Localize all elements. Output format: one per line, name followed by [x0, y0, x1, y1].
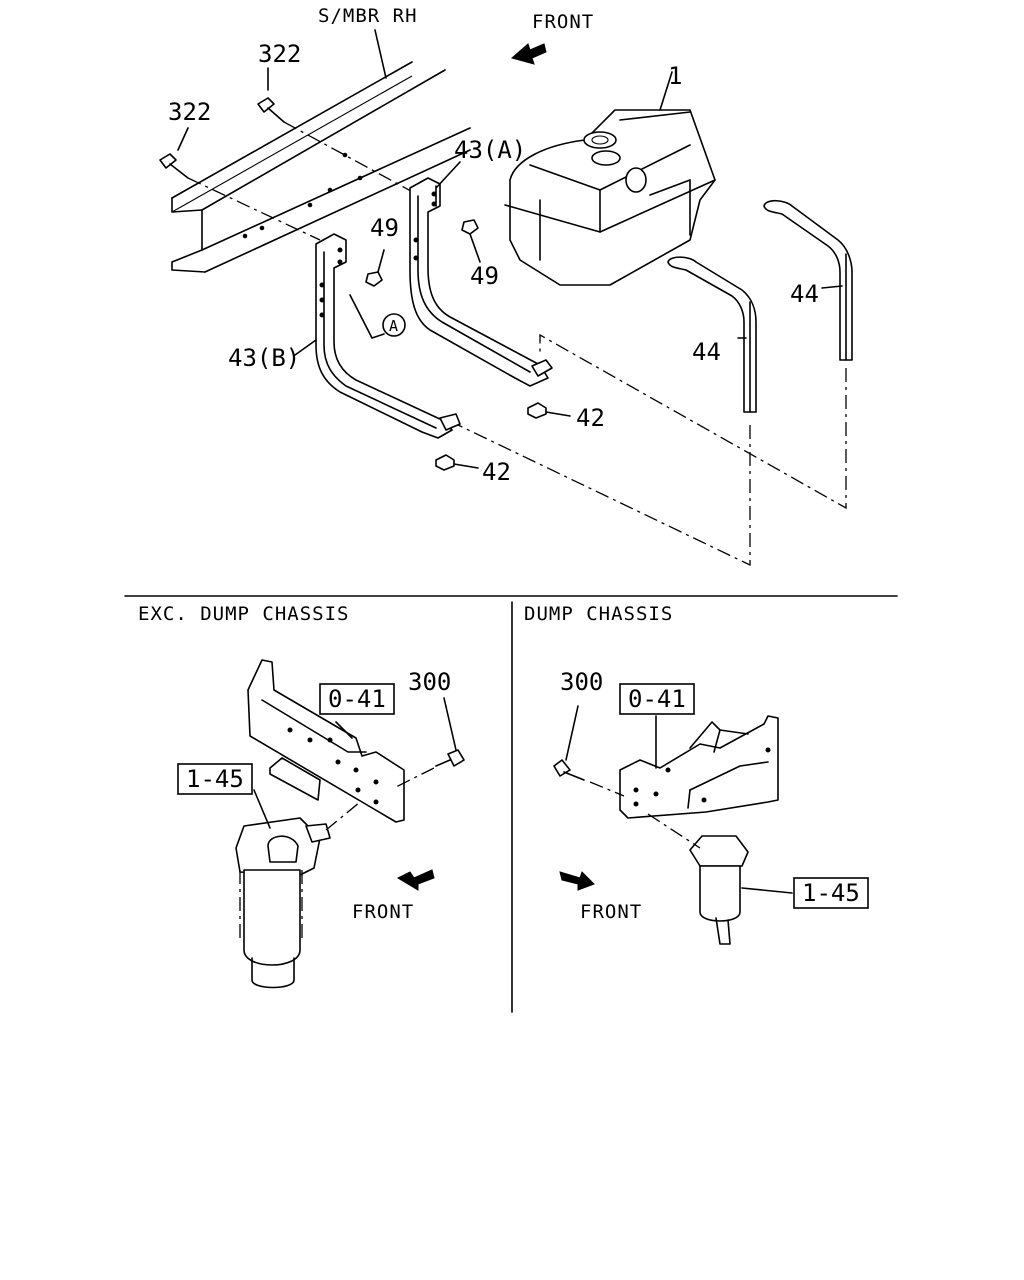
bolt-300-right [553, 705, 625, 797]
bracket-43b [294, 233, 461, 439]
label-part-44-right: 44 [790, 280, 819, 308]
label-part-322-lower: 322 [168, 98, 211, 126]
front-arrow-right [559, 871, 595, 891]
ref-box-041-right [619, 683, 695, 715]
bracket-43a [409, 161, 553, 387]
callout-a [349, 294, 406, 339]
label-part-42-upper: 42 [576, 404, 605, 432]
filter-bracket-left [247, 659, 405, 823]
label-part-49-lower: 49 [470, 262, 499, 290]
fuel-tank [504, 71, 716, 286]
label-front-right: FRONT [580, 901, 642, 923]
label-part-49-upper: 49 [370, 214, 399, 242]
bolt-300-left [393, 697, 465, 789]
left-panel-title: EXC. DUMP CHASSIS [138, 603, 349, 625]
label-part-1: 1 [668, 62, 682, 90]
tank-strap-44 [667, 199, 853, 413]
fuel-filter-right [647, 813, 793, 945]
label-ref-145-left: 1-45 [186, 765, 244, 793]
label-front-top: FRONT [532, 11, 594, 33]
label-part-322-upper: 322 [258, 40, 301, 68]
label-front-left: FRONT [352, 901, 414, 923]
filter-bracket-right [619, 715, 779, 819]
label-ref-041-left: 0-41 [328, 685, 386, 713]
label-callout-a: A [389, 317, 398, 335]
side-member-frame [171, 29, 471, 273]
label-ref-041-right: 0-41 [628, 685, 686, 713]
bolt-322-lower [159, 127, 321, 241]
fuel-filter-left [235, 789, 361, 989]
label-part-300-right: 300 [560, 668, 603, 696]
assembly-guide-lines [457, 333, 847, 567]
label-part-42-lower: 42 [482, 458, 511, 486]
panel-dividers [124, 595, 898, 1013]
ref-box-145-left [177, 763, 253, 795]
label-smbr-rh: S/MBR RH [318, 5, 418, 27]
bolt-322-upper [257, 67, 421, 197]
ref-box-041-left [319, 683, 395, 715]
label-part-300-left: 300 [408, 668, 451, 696]
label-part-43a: 43(A) [454, 136, 526, 164]
nut-42 [435, 402, 571, 471]
label-part-44-left: 44 [692, 338, 721, 366]
front-arrow-left [396, 869, 435, 891]
label-ref-145-right: 1-45 [802, 879, 860, 907]
ref-box-145-right [793, 877, 869, 909]
label-part-43b: 43(B) [228, 344, 300, 372]
nut-49 [365, 219, 481, 287]
front-arrow-top [510, 43, 547, 65]
right-panel-title: DUMP CHASSIS [524, 603, 673, 625]
